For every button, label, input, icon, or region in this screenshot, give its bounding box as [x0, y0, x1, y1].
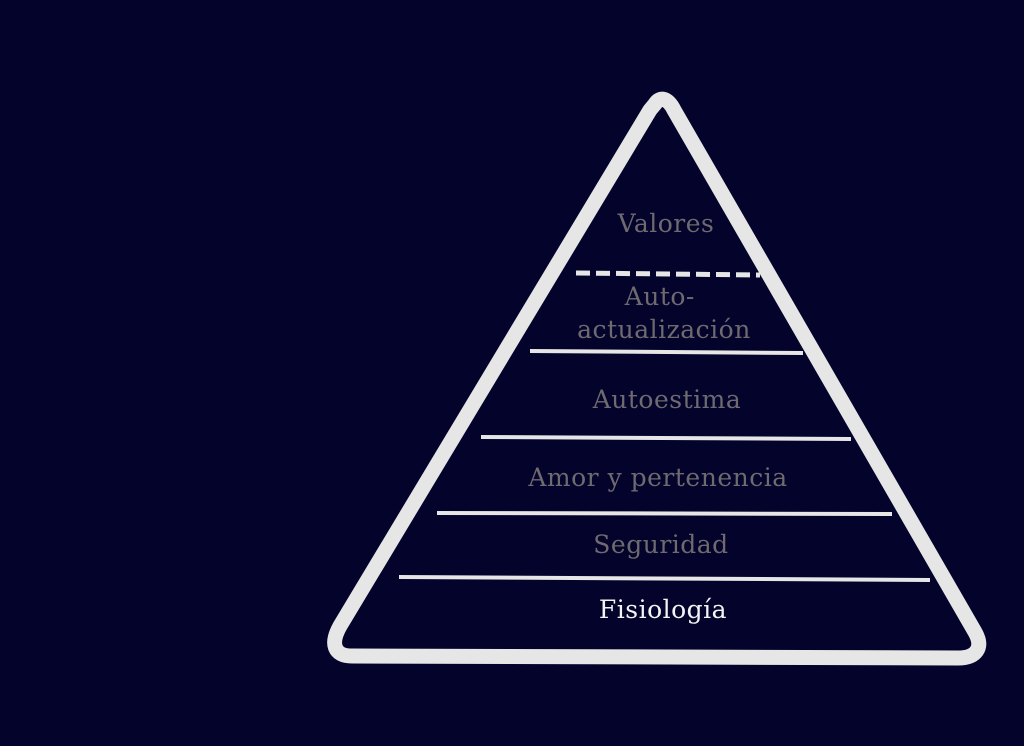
- divider-dashed: [575, 270, 761, 278]
- level-label-line-1: Auto-: [624, 282, 695, 311]
- divider-2: [529, 349, 804, 355]
- divider-3: [480, 435, 852, 441]
- level-label-valores: Valores: [617, 209, 715, 238]
- level-label-fisiologia: Fisiología: [599, 595, 727, 624]
- divider-5: [398, 575, 931, 582]
- pyramid-outline: [327, 91, 987, 666]
- level-label-autoestima: Autoestima: [592, 385, 742, 414]
- level-label-autoactualizacion: Auto- actualización: [577, 282, 751, 344]
- divider-4: [436, 511, 893, 516]
- level-label-seguridad: Seguridad: [593, 530, 728, 559]
- level-label-line-2: actualización: [577, 315, 751, 344]
- level-label-amor-pertenencia: Amor y pertenencia: [527, 463, 787, 492]
